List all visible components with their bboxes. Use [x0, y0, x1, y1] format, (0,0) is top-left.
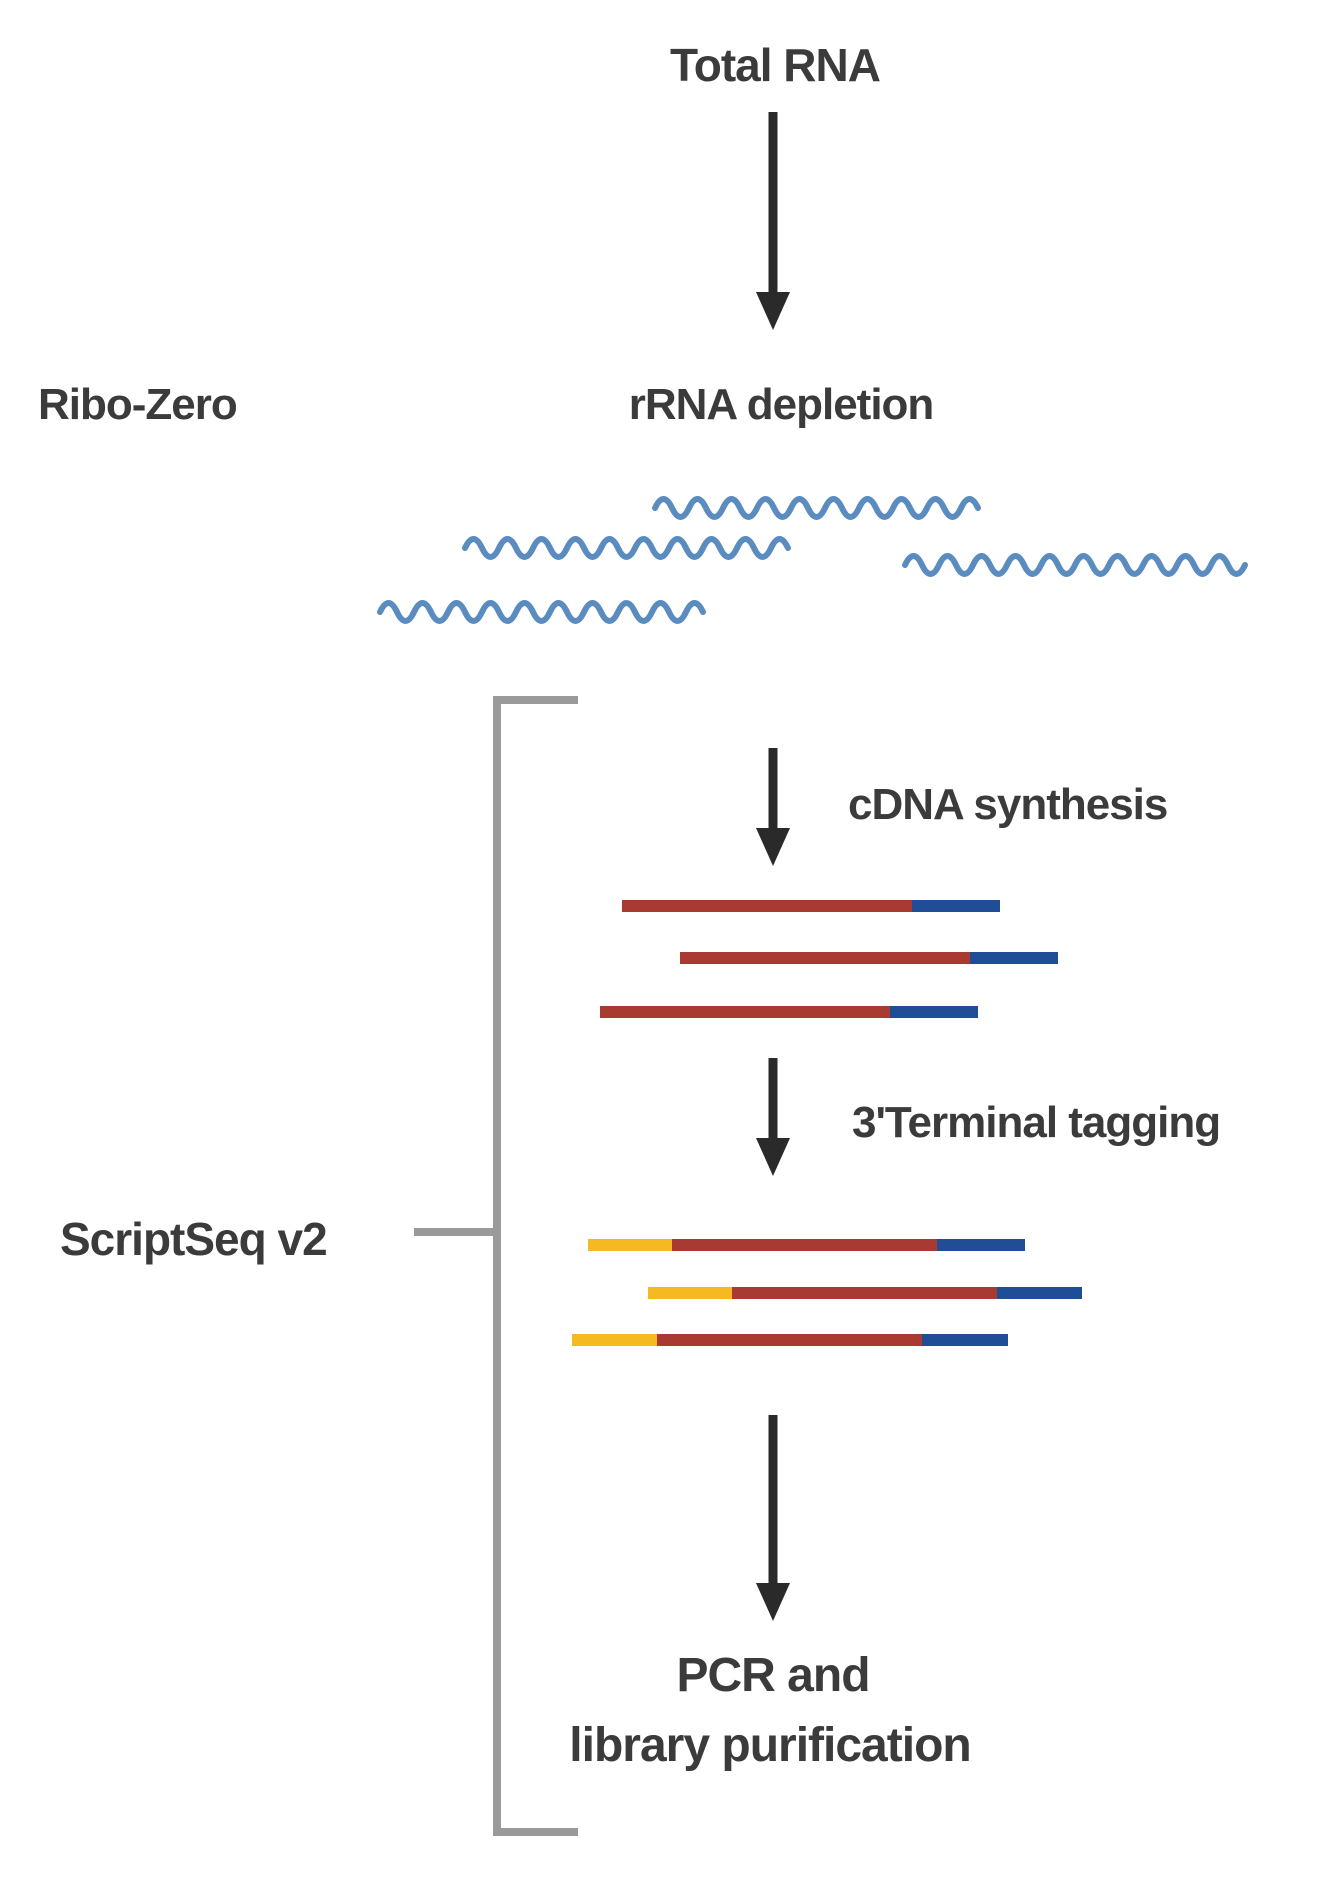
arrow-head [756, 828, 790, 866]
step-total-rna: Total RNA [670, 39, 881, 91]
arrow-head [756, 292, 790, 330]
step-pcr-line1: PCR and [676, 1649, 870, 1702]
rna-strand [902, 553, 1248, 577]
step-terminal-tagging: 3'Terminal tagging [852, 1098, 1221, 1147]
arrow-head [756, 1583, 790, 1621]
arrow-to-pcr [756, 1415, 790, 1621]
step-cdna-synthesis: cDNA synthesis [848, 780, 1168, 829]
step-rrna-depletion: rRNA depletion [628, 380, 935, 429]
kit-ribo-zero: Ribo-Zero [38, 380, 238, 429]
arrow-to-tagging [756, 1058, 790, 1176]
scriptseq-bracket [414, 696, 578, 1836]
rna-strand [377, 600, 706, 624]
step-pcr-line2: library purification [569, 1719, 971, 1772]
arrow-head [756, 1138, 790, 1176]
arrow-to-cdna [756, 748, 790, 866]
cdna-strands [600, 900, 1058, 1018]
tagged-strands [572, 1239, 1082, 1346]
rna-strand [462, 536, 791, 560]
rna-strands [377, 496, 1248, 624]
kit-scriptseq: ScriptSeq v2 [60, 1213, 328, 1265]
rna-strand [652, 496, 981, 520]
arrow-total-to-depletion [756, 112, 790, 330]
bracket-outline [493, 696, 578, 1836]
